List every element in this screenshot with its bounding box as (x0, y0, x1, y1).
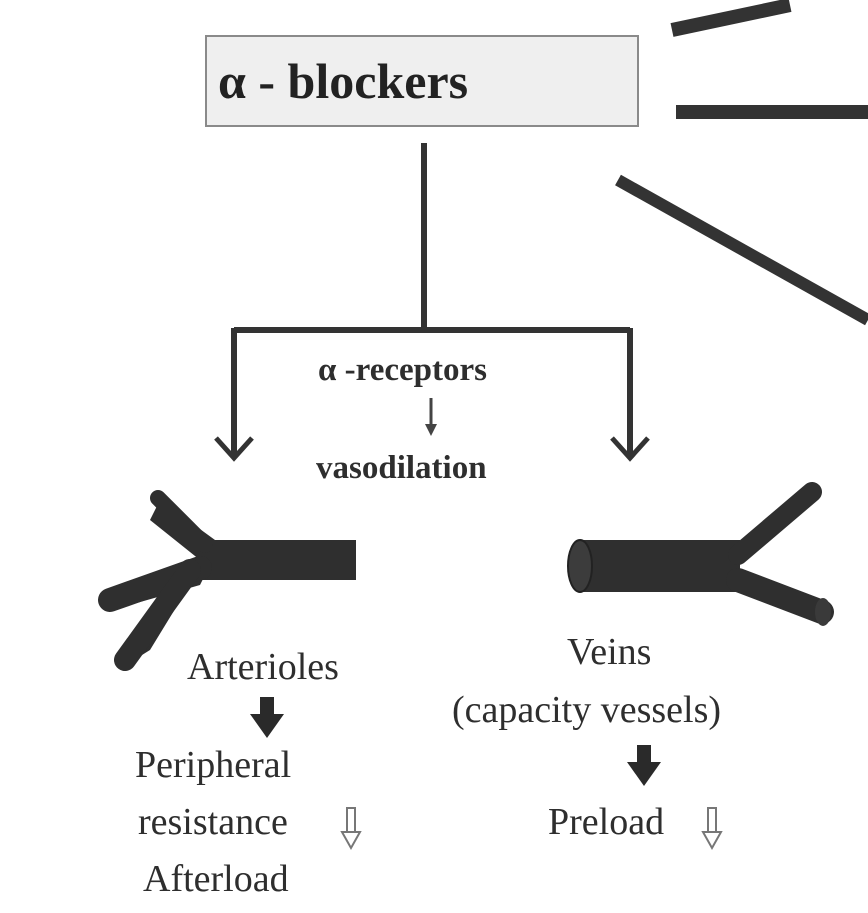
arterioles-label: Arterioles (187, 646, 339, 688)
veins-label: Veins (567, 631, 652, 673)
effect-label: vasodilation (316, 450, 487, 486)
preload-label: Preload (548, 801, 665, 843)
vein-icon (567, 482, 834, 626)
preload-decrease-arrow-icon (701, 807, 723, 851)
resistance-decrease-arrow-icon (340, 807, 362, 851)
capacity-vessels-label: (capacity vessels) (452, 689, 722, 731)
diagram-title: α - blockers (218, 53, 469, 109)
right-arrowhead (610, 436, 650, 462)
mechanism-arrowhead (425, 424, 437, 436)
vein-down-arrow (627, 745, 661, 786)
peripheral-label: Peripheral (135, 744, 292, 786)
afterload-label: Afterload (143, 858, 289, 900)
edge-line-top (670, 0, 792, 37)
left-arrowhead (214, 436, 254, 462)
receptor-label: α -receptors (318, 352, 487, 388)
edge-line-diagonal (615, 174, 868, 326)
resistance-label: resistance (138, 801, 288, 843)
arteriole-icon (98, 490, 356, 671)
title-box (205, 35, 639, 127)
arteriole-down-arrow (250, 697, 284, 738)
